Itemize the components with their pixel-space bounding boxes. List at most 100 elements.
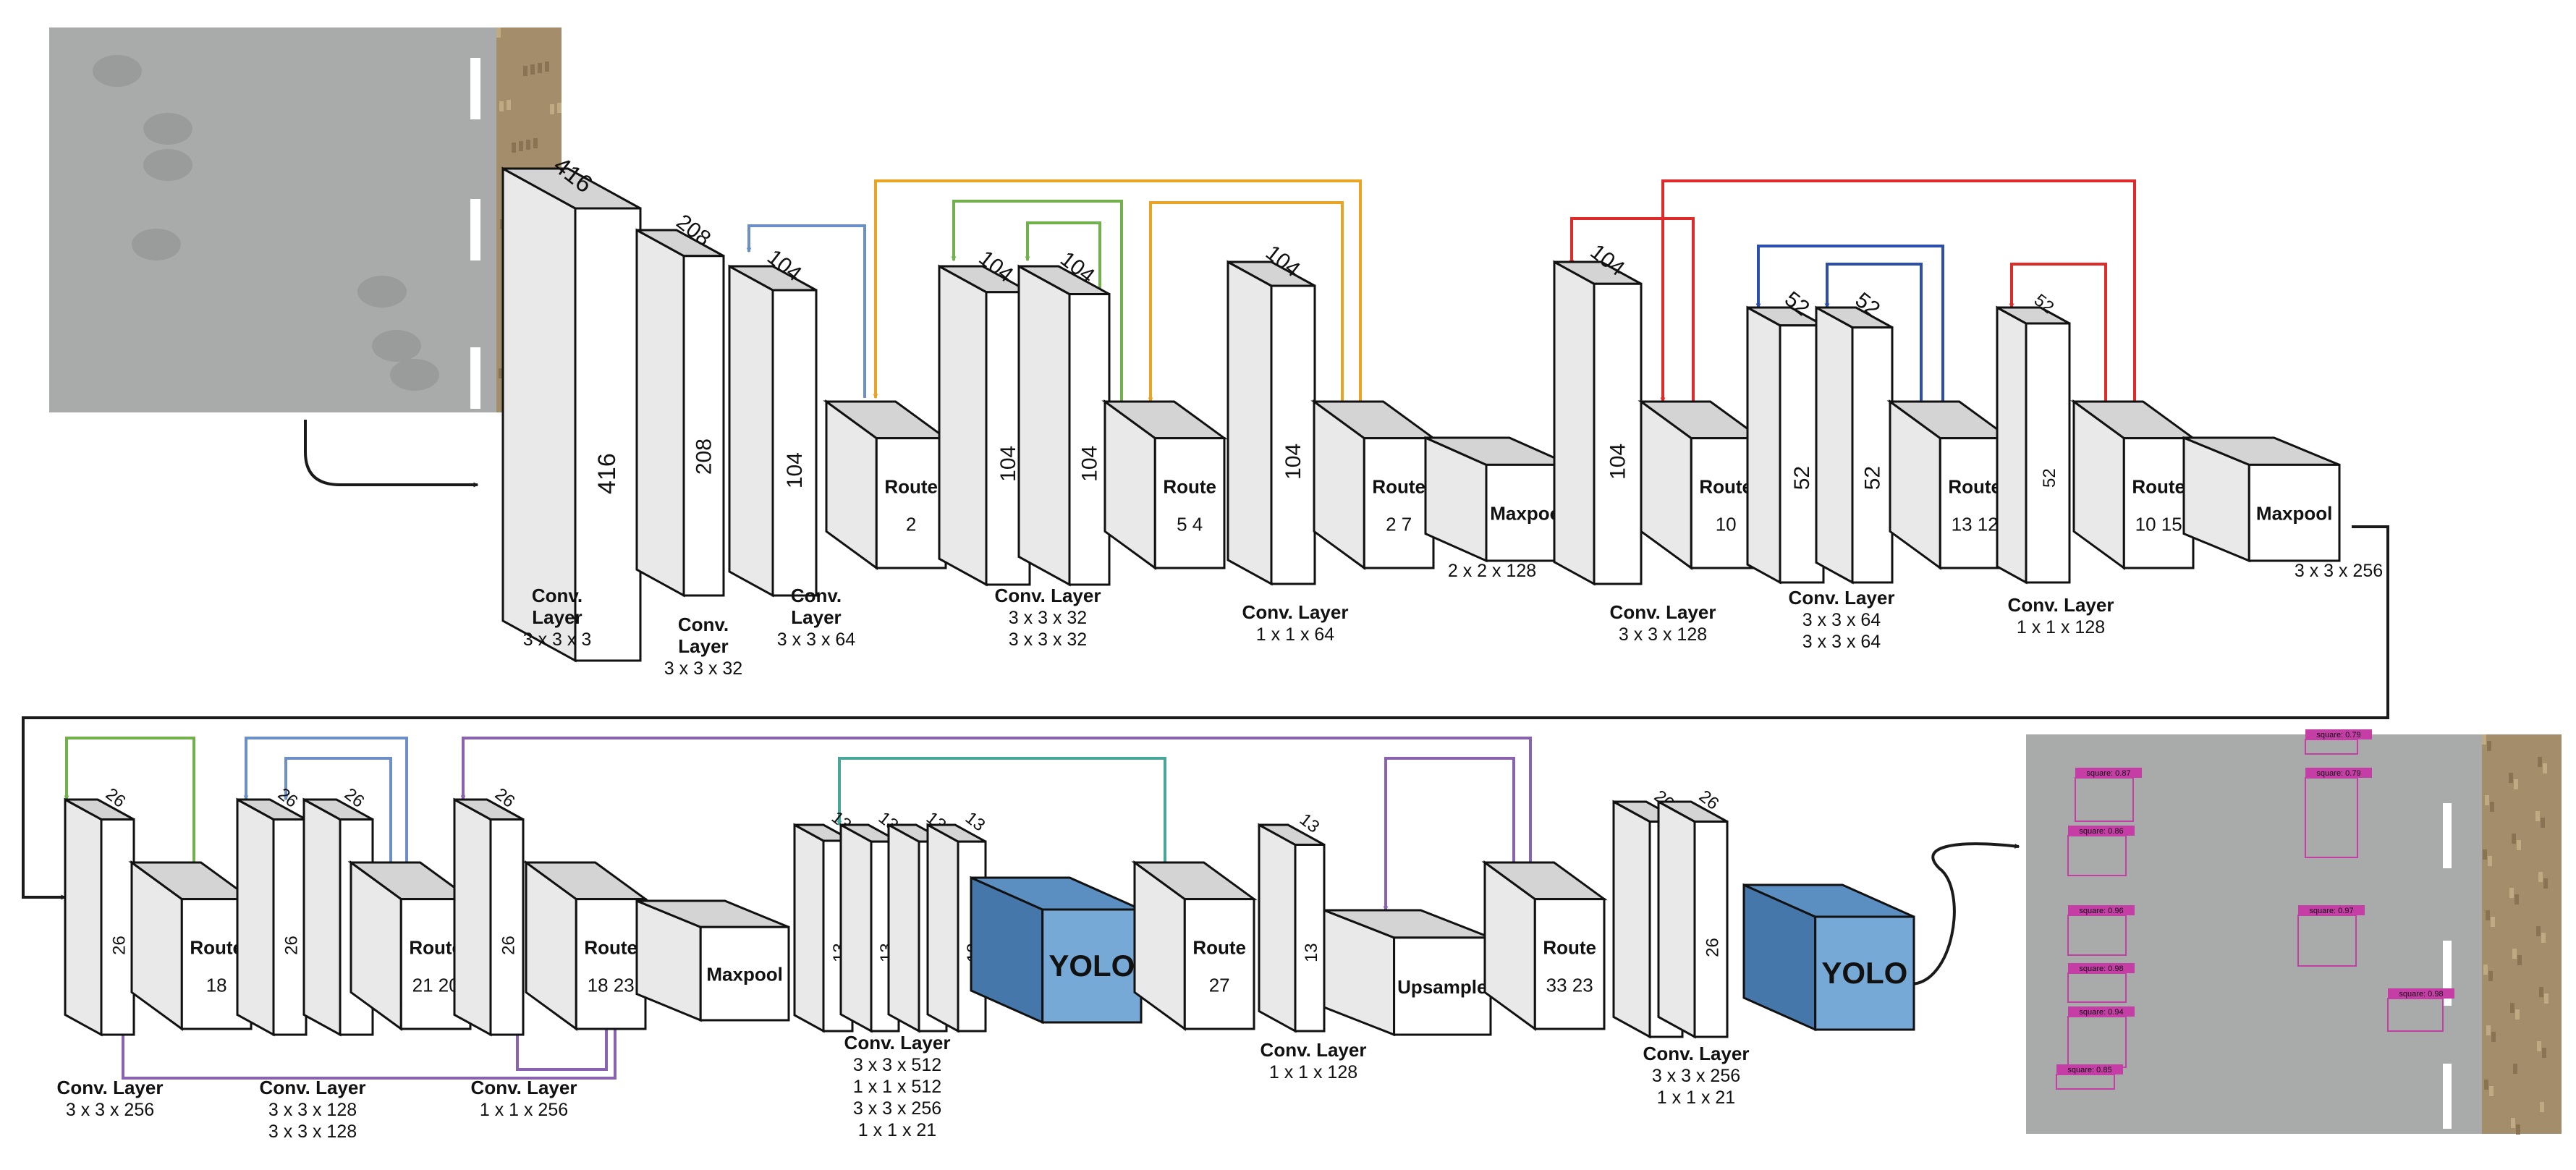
route-indices: 2	[906, 513, 916, 535]
cube-front-face	[2247, 463, 2341, 562]
layer-title: Upsample	[1397, 976, 1487, 998]
grass-texture	[2483, 849, 2487, 860]
route-indices: 5 4	[1177, 513, 1203, 535]
input-arrow	[304, 420, 479, 488]
route-title: Route	[2132, 475, 2185, 497]
cube-front-face	[1814, 915, 1915, 1031]
grass-texture	[2516, 1124, 2520, 1135]
detection-label-bg	[2056, 1064, 2123, 1074]
route-indices: 33 23	[1546, 974, 1593, 996]
slab-front-face	[2025, 322, 2071, 584]
layer-dimension-front: 52	[2040, 468, 2059, 488]
maxpool-3: Maxpool	[635, 899, 790, 1022]
grass-texture	[2542, 1048, 2546, 1058]
caption-spec: 3 x 3 x 128	[268, 1122, 357, 1142]
caption-title: Conv. Layer	[471, 1077, 577, 1098]
slab-front-face	[272, 818, 308, 1036]
yolo-title: YOLO	[1048, 949, 1135, 983]
pothole-mark	[143, 113, 192, 145]
slab-side-face	[926, 823, 959, 1033]
grass-texture	[2535, 811, 2540, 821]
route-title: Route	[1192, 936, 1246, 958]
detection-label: square: 0.98	[2079, 965, 2123, 973]
maxpool-1: Maxpool	[1424, 436, 1572, 563]
cube-front-face	[1183, 898, 1255, 1030]
layer-caption: 2 x 2 x 128	[1448, 561, 1536, 581]
detection-label-bg	[2305, 729, 2372, 739]
layer-dimension-front: 26	[499, 936, 519, 955]
grass-texture	[2486, 1025, 2491, 1035]
grass-texture	[2488, 971, 2493, 981]
input-road-photo	[49, 27, 565, 421]
pothole-mark	[390, 359, 439, 391]
grass-texture	[2540, 1102, 2544, 1112]
route-indices: 18 23	[588, 974, 635, 996]
layer-dimension-front: 52	[1861, 466, 1885, 490]
cube-front-face	[575, 898, 647, 1030]
caption-spec: 3 x 3 x 32	[1009, 629, 1087, 650]
slab-side-face	[1553, 260, 1596, 586]
grass-texture	[2490, 802, 2494, 812]
detection-label: square: 0.79	[2316, 731, 2360, 739]
lane-marking	[2443, 803, 2452, 868]
caption-spec: 1 x 1 x 21	[858, 1120, 936, 1140]
slab-front-face	[1068, 293, 1111, 586]
skip-arrow-purple-d	[514, 1027, 608, 1071]
route-title: Route	[1948, 475, 2001, 497]
pothole-mark	[143, 149, 192, 181]
detection-label: square: 0.96	[2079, 907, 2123, 915]
layer-dimension-front: 52	[1790, 466, 1814, 490]
grass-texture	[2536, 926, 2541, 936]
grass-texture	[2541, 818, 2545, 828]
lane-marking	[470, 347, 480, 409]
caption-spec: 1 x 1 x 21	[1657, 1088, 1735, 1108]
cube-front-face	[1533, 898, 1606, 1030]
skip-arrow-darkblue-a	[1755, 245, 1944, 402]
pothole-mark	[372, 330, 421, 362]
slab-front-face	[574, 207, 642, 662]
caption-title: Conv. Layer	[2008, 594, 2114, 616]
detection-label-bg	[2068, 1006, 2135, 1017]
caption-spec: 2 x 2 x 128	[1448, 561, 1536, 581]
detection-label: square: 0.79	[2316, 769, 2360, 778]
grass-texture	[2485, 795, 2489, 805]
detection-label: square: 0.97	[2309, 907, 2353, 915]
detection-label-bg	[2305, 768, 2372, 778]
skip-arrow-orange-b	[1148, 201, 1344, 403]
grass-texture	[2512, 949, 2517, 959]
detection-label-bg	[2068, 826, 2135, 836]
yolo-1: YOLO	[970, 876, 1143, 1025]
slab-front-face	[1851, 326, 1894, 584]
cube-front-face	[875, 437, 947, 569]
grass-texture	[2483, 965, 2488, 975]
grass-texture	[2513, 1064, 2517, 1074]
detection-label: square: 0.86	[2079, 827, 2123, 836]
cube-front-face	[1041, 908, 1143, 1024]
caption-spec: 1 x 1 x 128	[1269, 1062, 1357, 1082]
grass-texture	[2512, 834, 2516, 844]
slab-side-face	[839, 823, 873, 1033]
caption-spec: 3 x 3 x 512	[853, 1055, 941, 1075]
